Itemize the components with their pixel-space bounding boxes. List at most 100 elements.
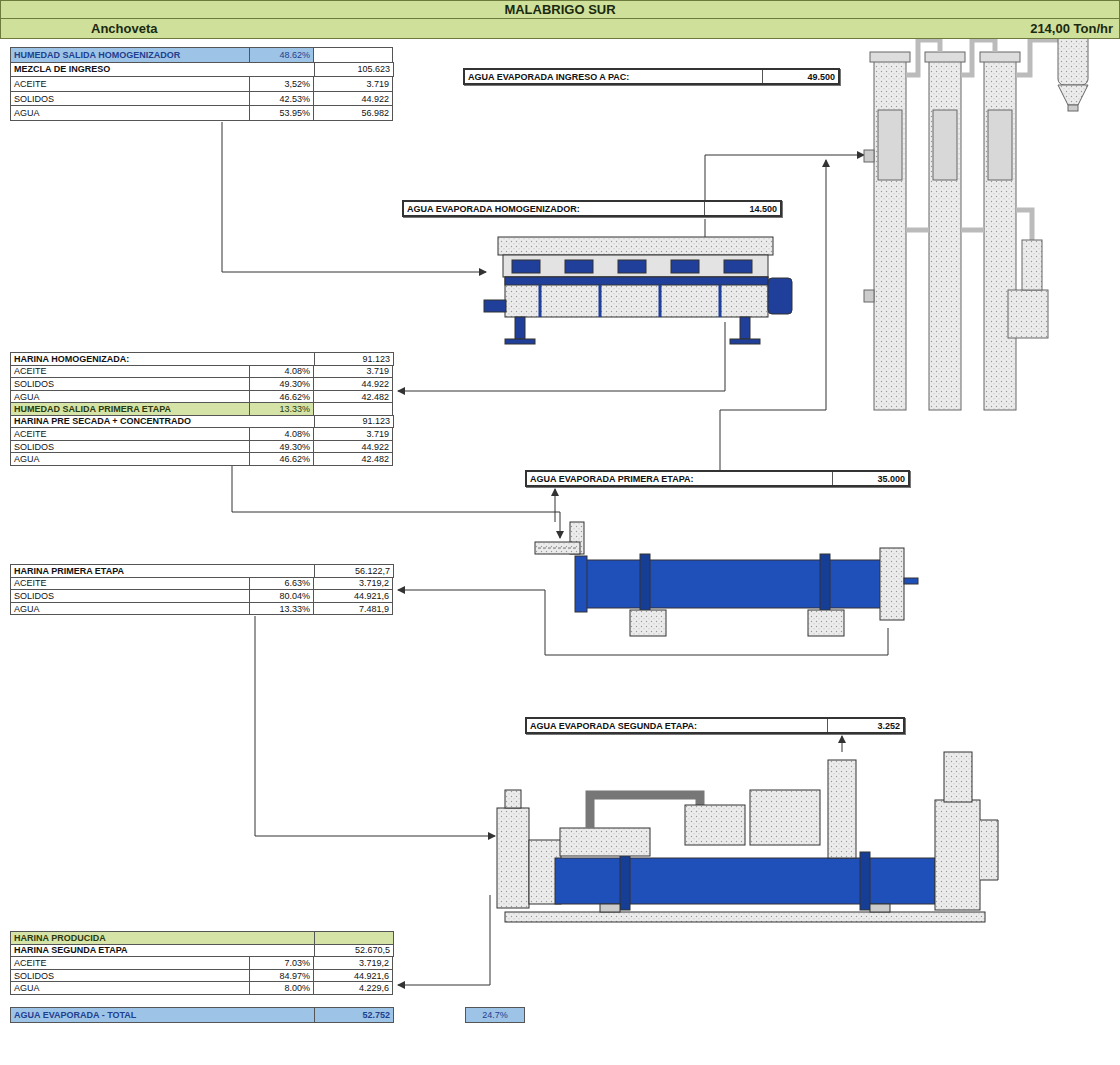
- cell-text: HUMEDAD SALIDA HOMOGENIZADOR: [14, 50, 180, 60]
- table-cell: [313, 47, 393, 63]
- box-cell: 14.500: [704, 202, 780, 215]
- cell-text: HARINA PRIMERA ETAPA: [14, 566, 124, 576]
- table-cell: 4.08%: [249, 365, 314, 379]
- water-box: AGUA EVAPORADA PRIMERA ETAPA:35.000: [525, 470, 910, 487]
- table-cell: SOLIDOS: [10, 440, 250, 454]
- table-row: SOLIDOS 42.53% 44.922: [10, 92, 394, 107]
- balance-table: HARINA PRODUCIDAHARINA SEGUNDA ETAPA52.6…: [10, 932, 394, 995]
- table-row: AGUA 46.62%42.482: [10, 453, 394, 466]
- table-cell: HARINA SEGUNDA ETAPA: [10, 944, 315, 958]
- table-row: ACEITE3,52%3.719: [10, 77, 394, 92]
- cell-text: 91.123: [362, 416, 390, 426]
- cell-text: 44.922: [361, 379, 389, 389]
- table-cell: AGUA: [10, 981, 250, 995]
- cell-text: 52.752: [362, 1010, 390, 1020]
- cell-text: MEZCLA DE INGRESO: [14, 64, 110, 74]
- cell-text: SOLIDOS: [14, 442, 54, 452]
- capacity-text: 214,00 Ton/hr: [1030, 21, 1113, 36]
- box-cell: AGUA EVAPORADA PRIMERA ETAPA:: [527, 472, 832, 485]
- table-cell: 42.53%: [249, 91, 314, 107]
- second-stage-dryer: [497, 752, 998, 922]
- table-cell: 3.719: [313, 427, 393, 441]
- table-cell: ACEITE: [10, 577, 250, 591]
- homogenizer: [484, 237, 792, 344]
- cell-text: 14.500: [749, 204, 777, 214]
- box-cell: AGUA EVAPORADA HOMOGENIZADOR:: [404, 202, 704, 215]
- cell-text: 80.04%: [279, 591, 310, 601]
- table-cell: AGUA: [10, 452, 250, 466]
- table-cell: 6.63%: [249, 577, 314, 591]
- cell-text: AGUA: [14, 983, 40, 993]
- cell-text: 3.719,2: [359, 958, 389, 968]
- cell-text: SOLIDOS: [14, 379, 54, 389]
- table-cell: 53.95%: [249, 105, 314, 121]
- table-row: 24.7%: [465, 1008, 525, 1023]
- cell-text: 7.481,9: [359, 604, 389, 614]
- table-cell: 4.229,6: [313, 981, 393, 995]
- table-cell: 52.752: [314, 1007, 394, 1023]
- water-box: AGUA EVAPORADA HOMOGENIZADOR: 14.500: [402, 200, 782, 217]
- table-cell: 84.97%: [249, 969, 314, 983]
- table-cell: 48.62%: [249, 47, 314, 63]
- table-cell: AGUA: [10, 602, 250, 616]
- table-cell: [313, 402, 393, 416]
- cell-text: SOLIDOS: [14, 94, 54, 104]
- table-row: AGUA53.95%56.982: [10, 106, 394, 121]
- cell-text: HARINA PRE SECADA + CONCENTRADO: [14, 416, 191, 426]
- cell-text: 3.252: [877, 721, 900, 731]
- cell-text: 44.921,6: [354, 971, 389, 981]
- table-cell: 46.62%: [249, 452, 314, 466]
- table-cell: 24.7%: [465, 1007, 525, 1023]
- table-cell: SOLIDOS: [10, 969, 250, 983]
- table-cell: AGUA EVAPORADA - TOTAL: [10, 1007, 315, 1023]
- cell-text: AGUA EVAPORADA HOMOGENIZADOR:: [407, 204, 580, 214]
- table-cell: HARINA PRE SECADA + CONCENTRADO: [10, 415, 315, 429]
- table-cell: 49.30%: [249, 440, 314, 454]
- table-cell: 44.922: [313, 377, 393, 391]
- table-cell: ACEITE: [10, 365, 250, 379]
- table-cell: 42.482: [313, 452, 393, 466]
- first-stage-dryer: [535, 522, 918, 636]
- cell-text: 42.53%: [279, 94, 310, 104]
- table-cell: 91.123: [314, 415, 394, 429]
- cell-text: 3,52%: [284, 79, 310, 89]
- cell-text: 44.922: [361, 94, 389, 104]
- cell-text: 4.08%: [284, 429, 310, 439]
- table-cell: 80.04%: [249, 589, 314, 603]
- table-cell: 44.921,6: [313, 589, 393, 603]
- table-cell: HUMEDAD SALIDA HOMOGENIZADOR: [10, 47, 250, 63]
- cell-text: SOLIDOS: [14, 971, 54, 981]
- table-cell: SOLIDOS: [10, 91, 250, 107]
- cell-text: 42.482: [361, 392, 389, 402]
- cell-text: ACEITE: [14, 958, 47, 968]
- cell-text: AGUA: [14, 454, 40, 464]
- table-cell: 105.623: [314, 62, 394, 78]
- balance-table: HUMEDAD SALIDA PRIMERA ETAPA13.33%HARINA…: [10, 403, 394, 466]
- table-cell: 13.33%: [249, 402, 314, 416]
- cell-text: 46.62%: [279, 392, 310, 402]
- species-text: Anchoveta: [91, 21, 157, 36]
- table-cell: ACEITE: [10, 427, 250, 441]
- cell-text: 6.63%: [284, 578, 310, 588]
- flow-lines: [222, 122, 888, 985]
- table-cell: 3,52%: [249, 76, 314, 92]
- table-row: AGUA13.33%7.481,9: [10, 603, 394, 616]
- cell-text: 105.623: [357, 64, 390, 74]
- table-cell: ACEITE: [10, 956, 250, 970]
- table-cell: AGUA: [10, 105, 250, 121]
- cell-text: 24.7%: [482, 1010, 508, 1020]
- box-cell: 3.252: [827, 719, 903, 732]
- table-cell: 91.123: [314, 352, 394, 366]
- table-cell: 3.719: [313, 76, 393, 92]
- table-cell: 8.00%: [249, 981, 314, 995]
- cell-text: AGUA EVAPORADA INGRESO A PAC:: [468, 72, 629, 82]
- cell-text: 48.62%: [279, 50, 310, 60]
- table-cell: 52.670,5: [314, 944, 394, 958]
- balance-table: HARINA HOMOGENIZADA:91.123ACEITE4.08%3.7…: [10, 353, 394, 403]
- cell-text: 49.30%: [279, 442, 310, 452]
- box-cell: AGUA EVAPORADA INGRESO A PAC:: [465, 70, 762, 83]
- cell-text: HARINA HOMOGENIZADA:: [14, 354, 129, 364]
- table-cell: 44.921,6: [313, 969, 393, 983]
- cell-text: AGUA EVAPORADA - TOTAL: [14, 1010, 136, 1020]
